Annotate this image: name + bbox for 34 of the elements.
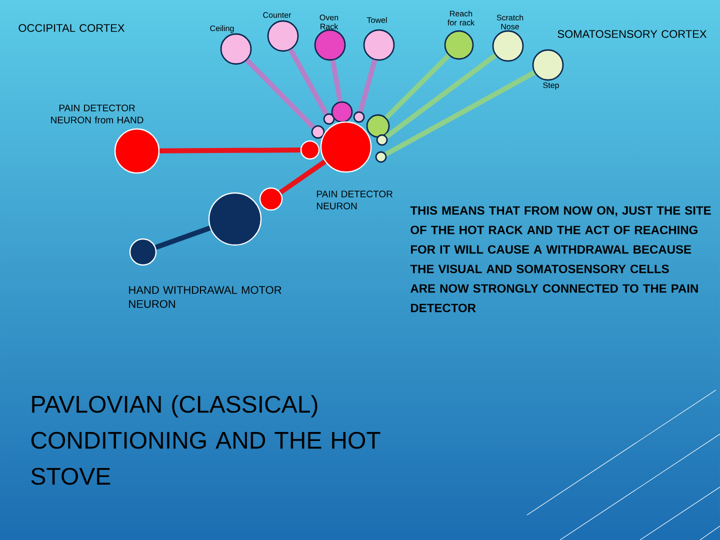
neuron-circle	[311, 125, 325, 139]
connection-line	[358, 59, 378, 112]
connection-line	[385, 53, 497, 139]
connection-line	[279, 160, 326, 194]
text-label: THIS MEANS THAT FROM NOW ON, JUST THE SITE OF THE HOT RACK AND THE ACT OF REACHING FOR IT WILL CAUSE A WITHDRAWAL BECAUSE THE VISUAL AND SOMATOSENSORY CELLS ARE NOW STRONGLY CONNECTED TO THE PAIN DETECTOR	[410, 206, 711, 312]
connection-line	[330, 60, 343, 102]
neuron-label: Scratch Nose	[496, 14, 524, 30]
text-label: SOMATOSENSORY CORTEX	[558, 30, 707, 38]
neuron-label: Oven Rack	[320, 14, 338, 30]
neuron-label: Step	[543, 82, 559, 90]
neuron-label: Counter	[263, 12, 292, 18]
neuron-caption: PAIN DETECTOR NEURON from HAND	[51, 104, 144, 124]
neuron-label: Reach for rack	[448, 10, 475, 26]
neuron-caption: PAIN DETECTOR NEURON	[317, 190, 392, 210]
neuron-circle	[331, 101, 353, 123]
neuron-label: Ceiling	[210, 25, 234, 33]
neuron-circle	[376, 134, 388, 146]
neuron-caption: HAND WITHDRAWAL MOTOR NEURON	[129, 286, 282, 308]
connection-line	[384, 70, 536, 156]
neuron-circle	[300, 140, 320, 160]
neuron-circle	[323, 113, 335, 125]
slide-title: PAVLOVIAN (CLASSICAL) CONDITIONING AND THE HOT STOVE	[31, 395, 380, 485]
neuron-circle	[353, 111, 365, 123]
neuron-circle	[259, 187, 283, 211]
connection-line	[384, 54, 450, 120]
connection-line	[154, 226, 211, 250]
neuron-label: Towel	[366, 17, 387, 23]
connection-line	[160, 148, 300, 154]
text-label: OCCIPITAL CORTEX	[18, 24, 125, 32]
neuron-circle	[366, 114, 390, 138]
neuron-circle	[208, 192, 262, 246]
neuron-circle	[375, 151, 387, 163]
connection-line	[245, 58, 316, 129]
connection-line	[288, 48, 328, 116]
